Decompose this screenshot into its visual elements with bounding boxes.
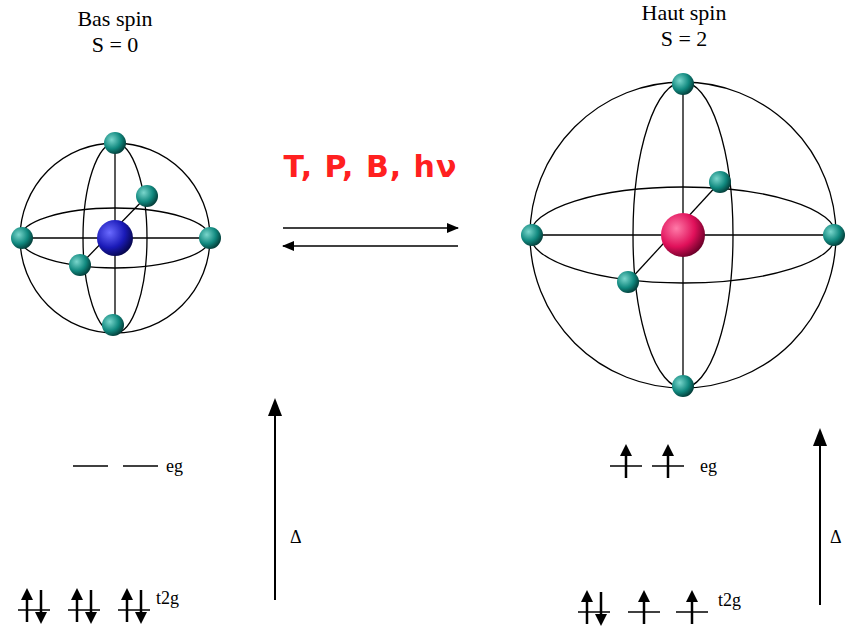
low-spin-octahedron (20, 143, 210, 333)
high-spin-octahedron (530, 82, 836, 388)
orbital-label: eg (166, 456, 183, 477)
orbital-label: t2g (718, 590, 741, 611)
equilibrium-arrow (283, 245, 458, 247)
spin-state-node: Haut spinS = 2 (528, 0, 840, 390)
high-spin-levels (578, 466, 708, 612)
low-spin-levels (18, 466, 158, 610)
orbital-label: eg (700, 456, 717, 477)
delta-arrow (813, 428, 827, 605)
orbital-label: t2g (156, 588, 179, 609)
delta-arrow (268, 398, 282, 600)
state-title: Bas spin (20, 6, 210, 32)
spin-value: S = 2 (528, 26, 840, 52)
gap-symbol: Δ (830, 527, 842, 548)
gap-symbol: Δ (290, 527, 302, 548)
state-title: Haut spin (528, 0, 840, 26)
equilibrium-arrow (283, 227, 458, 229)
stimulus-label: T, P, B, hν (284, 149, 458, 184)
spin-state-node: Bas spinS = 0 (20, 6, 210, 336)
spin-value: S = 0 (20, 32, 210, 58)
